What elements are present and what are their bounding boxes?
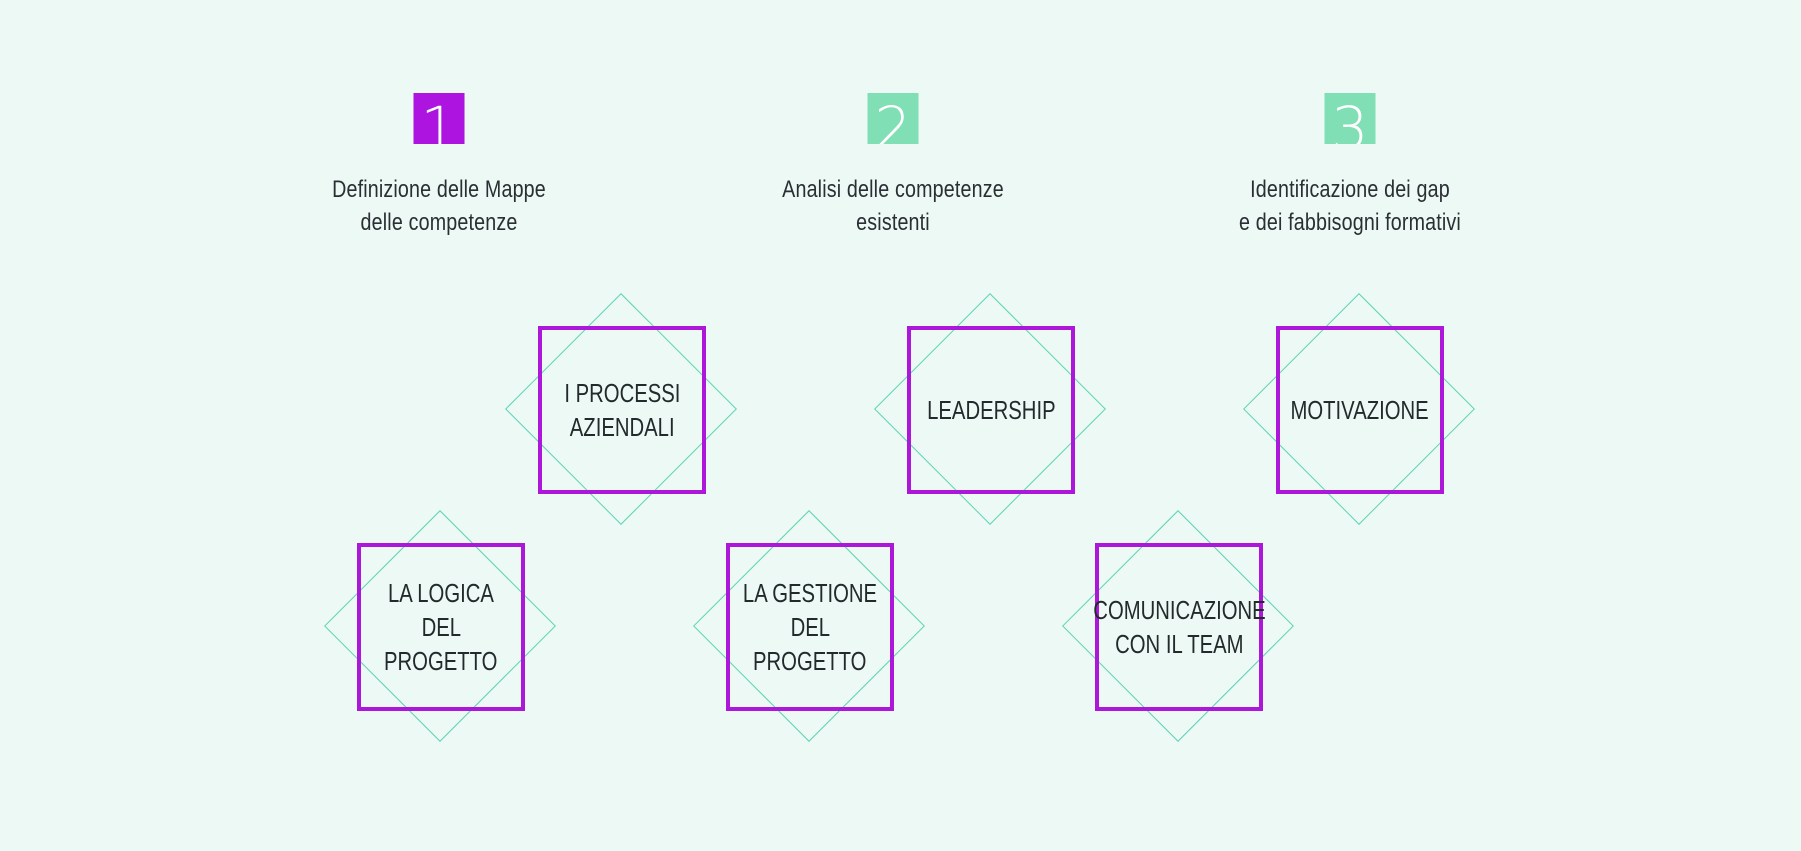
step-label: Analisi delle competenze esistenti bbox=[762, 173, 1024, 239]
competence-motivazione: MOTIVAZIONE bbox=[1240, 290, 1480, 530]
competence-label-line: COMUNICAZIONE bbox=[1092, 595, 1266, 625]
competence-logica-progetto: LA LOGICA DEL PROGETTO bbox=[321, 507, 561, 747]
competence-comunicazione-team: COMUNICAZIONE CON IL TEAM bbox=[1059, 507, 1299, 747]
step-number-badge: 2 bbox=[867, 93, 919, 144]
competence-label: LA GESTIONE DEL PROGETTO bbox=[690, 507, 930, 747]
competence-label: I PROCESSI AZIENDALI bbox=[502, 290, 742, 530]
competence-label-line: DEL bbox=[790, 612, 830, 642]
step-label: Identificazione dei gap e dei fabbisogni… bbox=[1219, 173, 1481, 239]
competence-processi-aziendali: I PROCESSI AZIENDALI bbox=[502, 290, 742, 530]
step-label: Definizione delle Mappe delle competenze bbox=[308, 173, 570, 239]
competence-label-line: AZIENDALI bbox=[569, 412, 675, 442]
square-frame bbox=[538, 326, 706, 494]
step-label-line: Identificazione dei gap bbox=[1250, 176, 1450, 203]
step-label-line: esistenti bbox=[856, 209, 930, 236]
competence-label: COMUNICAZIONE CON IL TEAM bbox=[1059, 507, 1299, 747]
step-label-line: delle competenze bbox=[360, 209, 518, 236]
competence-label-line: LA GESTIONE bbox=[742, 578, 878, 608]
competence-label-line: DEL bbox=[421, 612, 461, 642]
step-number-badge: 1 bbox=[413, 93, 465, 144]
competence-label: LA LOGICA DEL PROGETTO bbox=[321, 507, 561, 747]
competence-label-line: CON IL TEAM bbox=[1114, 629, 1244, 659]
competence-leadership: LEADERSHIP bbox=[871, 290, 1111, 530]
competence-label-line: LA LOGICA bbox=[388, 578, 494, 608]
competence-label: LEADERSHIP bbox=[871, 290, 1111, 530]
square-frame bbox=[1276, 326, 1444, 494]
step-label-line: e dei fabbisogni formativi bbox=[1239, 209, 1461, 236]
step-label-line: Analisi delle competenze bbox=[782, 176, 1004, 203]
square-frame bbox=[726, 543, 894, 711]
square-frame bbox=[357, 543, 525, 711]
square-frame bbox=[907, 326, 1075, 494]
competence-label-line: PROGETTO bbox=[384, 646, 498, 676]
competence-label-line: LEADERSHIP bbox=[926, 395, 1056, 425]
competence-label: MOTIVAZIONE bbox=[1240, 290, 1480, 530]
competence-label-line: PROGETTO bbox=[753, 646, 867, 676]
competence-label-line: I PROCESSI bbox=[563, 378, 681, 408]
competence-gestione-progetto: LA GESTIONE DEL PROGETTO bbox=[690, 507, 930, 747]
step-label-line: Definizione delle Mappe bbox=[332, 176, 546, 203]
square-frame bbox=[1095, 543, 1263, 711]
step-number-badge: 3 bbox=[1324, 93, 1376, 144]
competence-label-line: MOTIVAZIONE bbox=[1290, 395, 1430, 425]
